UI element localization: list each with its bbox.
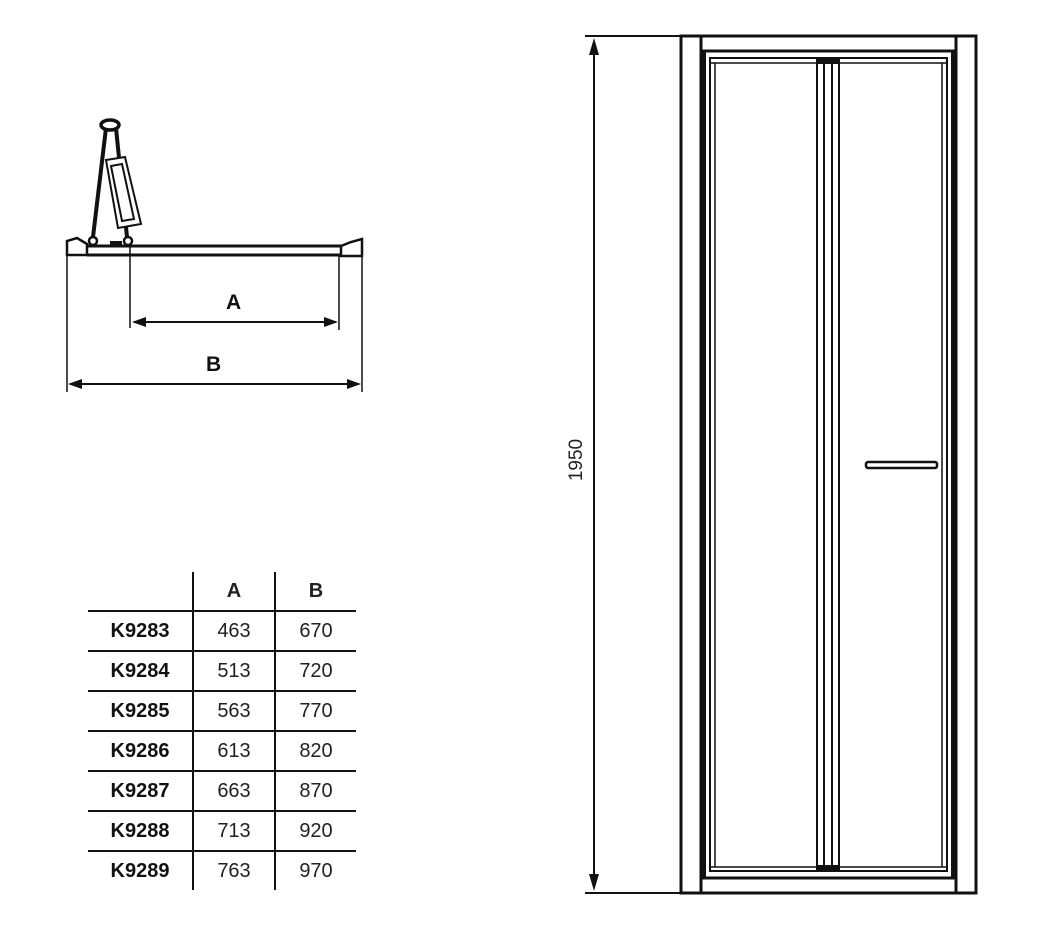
value-a: 563 — [192, 690, 275, 731]
header-b: B — [274, 572, 356, 611]
plan-view — [65, 118, 364, 392]
value-a: 513 — [192, 650, 275, 691]
value-a: 463 — [192, 610, 275, 651]
model-code: K9285 — [88, 690, 193, 731]
dimension-b-label: B — [206, 353, 222, 376]
model-code: K9286 — [88, 730, 193, 771]
value-b: 870 — [274, 770, 356, 811]
table-header-row: A B — [88, 572, 356, 611]
value-b: 970 — [274, 850, 356, 890]
model-code: K9287 — [88, 770, 193, 811]
value-b: 920 — [274, 810, 356, 851]
table-row: K9287 663 870 — [88, 770, 356, 811]
table-row: K9286 613 820 — [88, 730, 356, 771]
height-dimension-label: 1950 — [566, 438, 587, 482]
model-code: K9289 — [88, 850, 193, 890]
value-b: 720 — [274, 650, 356, 691]
model-code: K9284 — [88, 650, 193, 691]
value-a: 613 — [192, 730, 275, 771]
dimension-a-label: A — [226, 291, 242, 314]
model-code: K9288 — [88, 810, 193, 851]
table-row: K9283 463 670 — [88, 610, 356, 651]
model-code: K9283 — [88, 610, 193, 651]
value-a: 663 — [192, 770, 275, 811]
header-code — [88, 572, 193, 611]
value-b: 770 — [274, 690, 356, 731]
table-row: K9288 713 920 — [88, 810, 356, 851]
elevation-view — [585, 34, 978, 895]
value-b: 670 — [274, 610, 356, 651]
table-row: K9285 563 770 — [88, 690, 356, 731]
value-a: 713 — [192, 810, 275, 851]
dimension-table: A B K9283 463 670 K9284 513 720 K9285 56… — [88, 572, 356, 890]
header-a: A — [192, 572, 275, 611]
value-a: 763 — [192, 850, 275, 890]
table-row: K9284 513 720 — [88, 650, 356, 691]
value-b: 820 — [274, 730, 356, 771]
table-row: K9289 763 970 — [88, 850, 356, 890]
